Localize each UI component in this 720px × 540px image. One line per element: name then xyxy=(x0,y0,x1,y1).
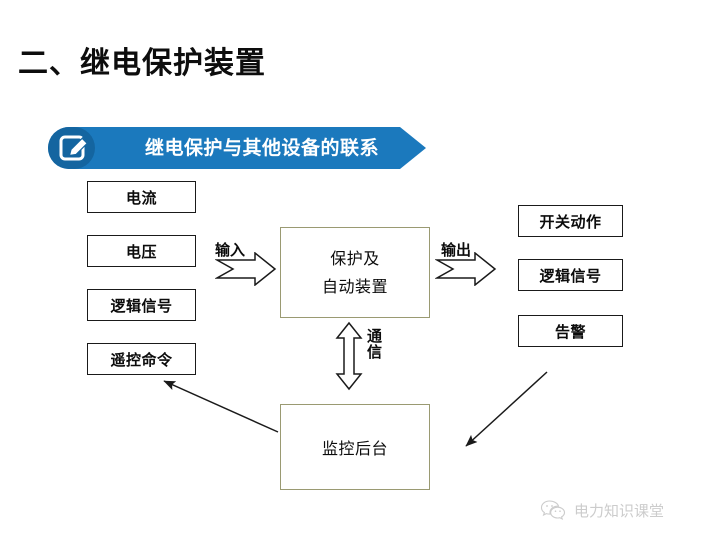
output-block-arrow-icon xyxy=(435,252,497,286)
center-box-line-2: 自动装置 xyxy=(321,276,388,296)
output-box-switch-action-label: 开关动作 xyxy=(539,212,602,231)
input-box-voltage[interactable]: 电压 xyxy=(87,235,196,267)
input-block-arrow-icon xyxy=(215,252,277,286)
input-box-remote-command[interactable]: 遥控命令 xyxy=(87,343,196,375)
wechat-icon xyxy=(540,500,566,520)
center-box-protection-device[interactable]: 保护及 自动装置 xyxy=(280,227,430,318)
center-box-line-1: 保护及 xyxy=(330,248,380,268)
input-box-remote-command-label: 遥控命令 xyxy=(110,350,173,369)
input-box-voltage-label: 电压 xyxy=(125,242,157,261)
watermark-text: 电力知识课堂 xyxy=(574,501,665,520)
input-box-current[interactable]: 电流 xyxy=(87,181,196,213)
output-box-switch-action[interactable]: 开关动作 xyxy=(518,205,623,237)
communication-arrow-label: 通信 xyxy=(365,328,383,360)
input-arrow-label: 输入 xyxy=(215,241,246,259)
page-title: 二、继电保护装置 xyxy=(18,46,266,81)
output-box-alarm[interactable]: 告警 xyxy=(518,315,623,347)
output-arrow-label: 输出 xyxy=(441,241,472,259)
edit-pencil-icon xyxy=(59,135,89,161)
output-box-alarm-label: 告警 xyxy=(554,322,586,341)
connector-outputs-to-backend xyxy=(465,371,548,447)
watermark: 电力知识课堂 xyxy=(540,496,664,524)
bottom-box-monitor-backend-label: 监控后台 xyxy=(321,439,388,458)
connector-backend-to-remote-command xyxy=(163,380,279,433)
output-box-logic-signal-label: 逻辑信号 xyxy=(539,266,602,285)
input-box-logic-signal[interactable]: 逻辑信号 xyxy=(87,289,196,321)
section-banner-label: 继电保护与其他设备的联系 xyxy=(145,137,380,159)
section-banner: 继电保护与其他设备的联系 xyxy=(48,127,426,169)
communication-double-arrow-icon xyxy=(335,321,363,391)
input-box-current-label: 电流 xyxy=(125,188,157,207)
bottom-box-monitor-backend[interactable]: 监控后台 xyxy=(280,404,430,490)
output-box-logic-signal[interactable]: 逻辑信号 xyxy=(518,259,623,291)
input-box-logic-signal-label: 逻辑信号 xyxy=(110,296,173,315)
